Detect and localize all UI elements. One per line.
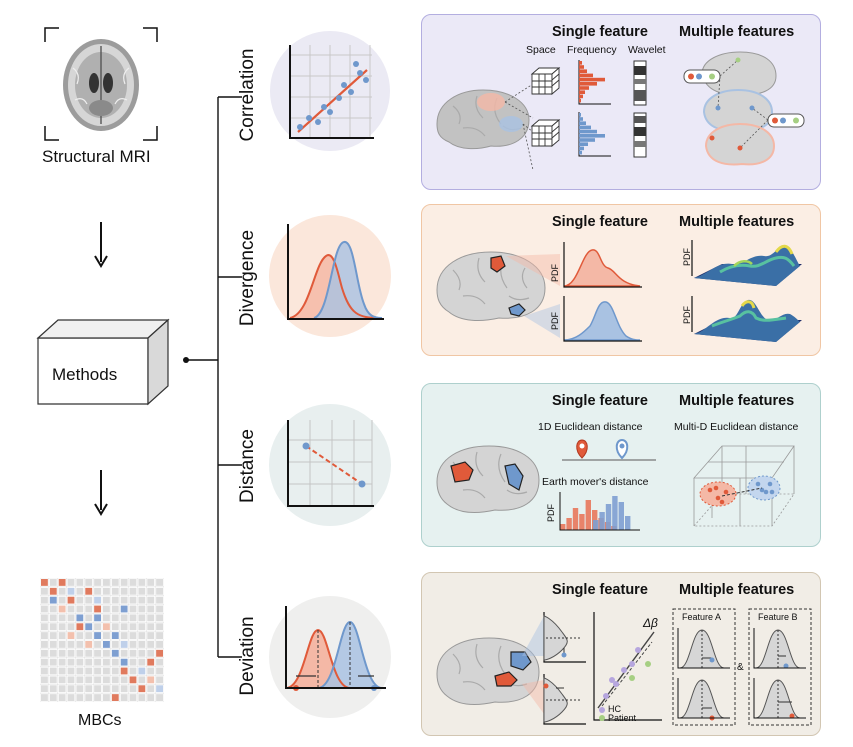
feature-b-label: Feature B [758, 612, 798, 622]
divergence-multiple-title: Multiple features [679, 214, 795, 230]
frequency-histogram-blue [578, 112, 611, 157]
delta-beta-label: Δβ [643, 616, 658, 630]
mri-image [44, 27, 158, 141]
emd-histogram [559, 492, 640, 531]
method-divergence-label: Divergence [237, 229, 258, 327]
euclid-md-label: Multi-D Euclidean distance [674, 421, 799, 433]
arrow-down-1 [94, 222, 108, 268]
divergence-projection-lines [506, 254, 560, 338]
space-label: Space [526, 44, 556, 56]
frequency-histogram-red [578, 60, 611, 105]
cube-blue [530, 119, 561, 147]
wavelet-bar-red [633, 60, 647, 106]
pdf-label-1: PDF [550, 264, 560, 282]
feature-a-label: Feature A [682, 612, 722, 622]
pdf-curve-red [563, 242, 642, 288]
normative-curve-blue [543, 612, 586, 663]
deviation-brain [436, 637, 540, 705]
wavelet-bar-blue [633, 112, 647, 158]
ampersand-label: & [737, 662, 744, 673]
feature-b-box [748, 608, 812, 726]
patient-legend-label: Patient [608, 713, 637, 723]
mri-brain-scan [44, 27, 158, 141]
method-deviation-label: Deviation [237, 616, 258, 696]
method-correlation-label: Correlation [237, 48, 258, 142]
euclid-1d-axis [562, 438, 656, 461]
distance-icon [269, 404, 391, 526]
distance-brain [436, 445, 540, 513]
methods-box [36, 318, 170, 406]
deviation-single-title: Single feature [552, 582, 648, 598]
euclid-1d-label: 1D Euclidean distance [538, 421, 643, 433]
arrow-down-2 [94, 470, 108, 516]
wavelet-label: Wavelet [628, 44, 666, 56]
multivariate-pdf-surface-2 [691, 296, 802, 342]
deviation-multiple-title: Multiple features [679, 582, 795, 598]
mri-label: Structural MRI [42, 147, 151, 166]
frequency-label: Frequency [567, 44, 617, 56]
normative-curve-red [543, 674, 586, 725]
multivariate-pdf-surface-1 [691, 240, 802, 286]
deviation-icon [269, 596, 391, 718]
divergence-icon [269, 215, 391, 337]
distance-multiple-title: Multiple features [679, 393, 795, 409]
distance-single-title: Single feature [552, 393, 648, 409]
divergence-brain [436, 251, 546, 321]
emd-label: Earth mover's distance [542, 476, 649, 488]
methods-label: Methods [52, 365, 118, 384]
correlation-brain [436, 83, 534, 171]
correlation-multiple-title: Multiple features [679, 24, 795, 40]
pdf-label-2: PDF [550, 312, 560, 330]
divergence-single-title: Single feature [552, 214, 648, 230]
regression-scatter [593, 612, 662, 721]
correlation-icon [270, 31, 390, 151]
mbc-matrix [40, 578, 164, 702]
hc-legend-label: HC [608, 704, 621, 714]
correlation-single-title: Single feature [552, 24, 648, 40]
deviation-projection [522, 616, 544, 714]
mbcs-label: MBCs [78, 712, 122, 729]
multi-d-scatter [693, 445, 795, 527]
multi-feature-brains [683, 51, 805, 166]
emd-pdf-label: PDF [546, 504, 556, 522]
method-distance-label: Distance [237, 429, 258, 503]
feature-a-box [672, 608, 736, 726]
pdf-curve-blue [563, 296, 642, 342]
cube-red [530, 67, 561, 95]
